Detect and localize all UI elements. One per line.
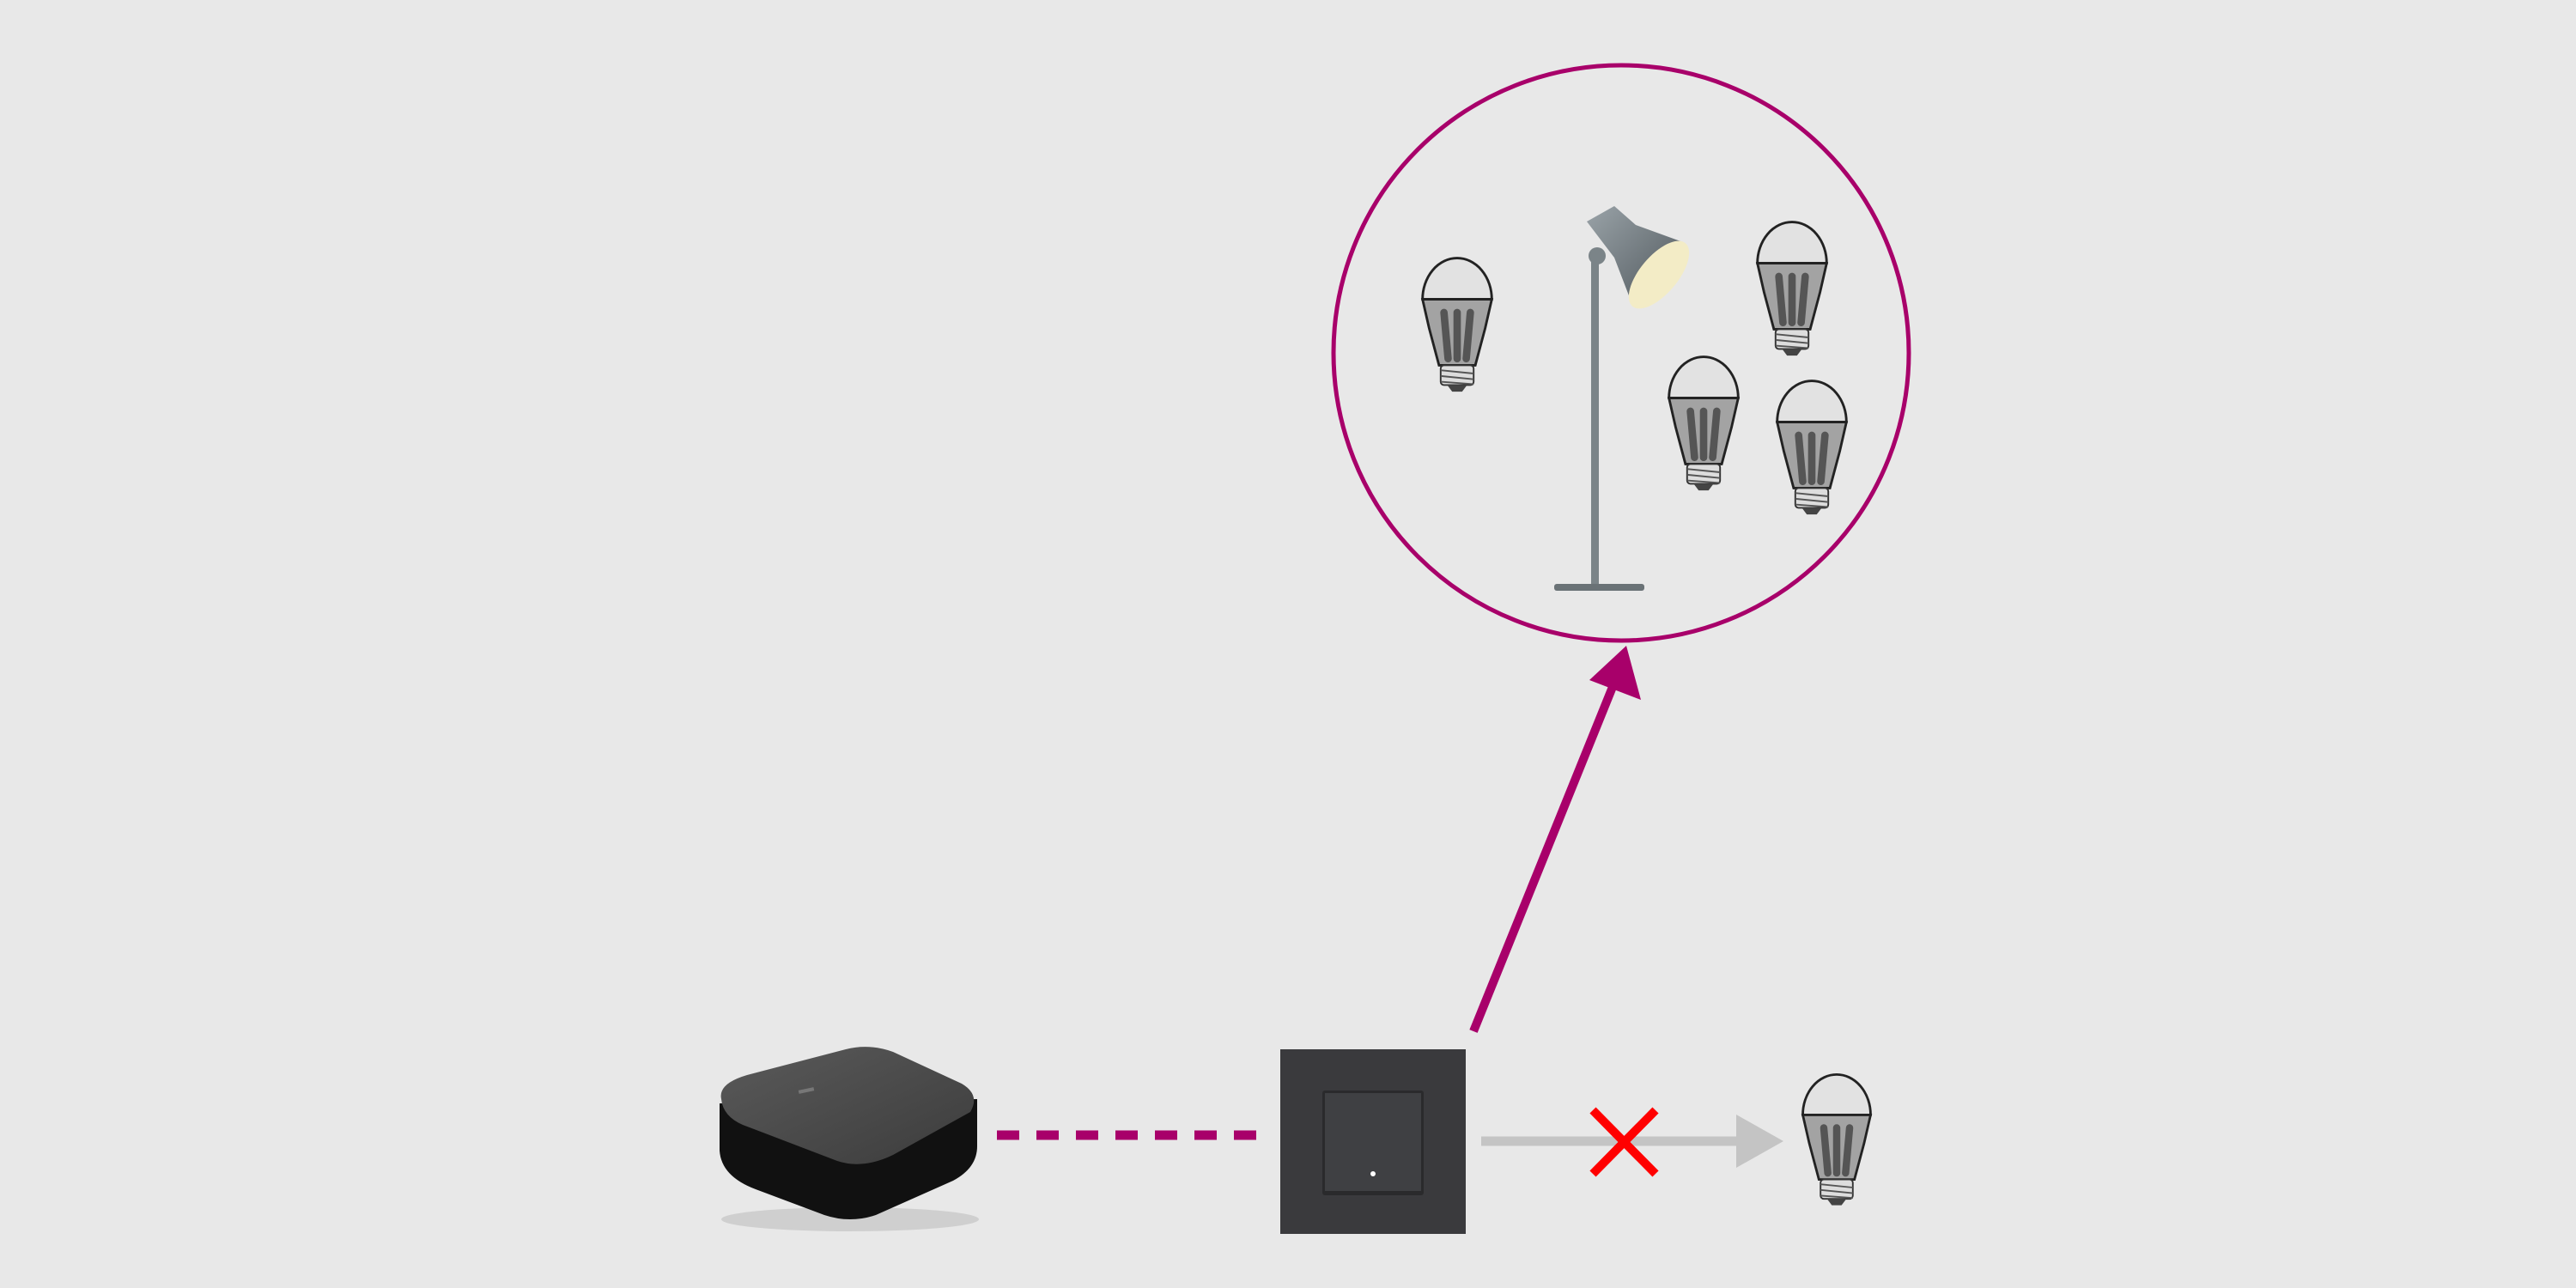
light-bulb-icon bbox=[1669, 357, 1739, 491]
cross-icon bbox=[1589, 1107, 1659, 1177]
light-bulb-icon bbox=[1803, 1074, 1871, 1205]
gateway-hub-icon bbox=[720, 1047, 979, 1231]
desk-lamp-icon bbox=[1554, 206, 1690, 591]
wall-switch-icon[interactable] bbox=[1280, 1049, 1466, 1234]
status-led bbox=[1370, 1171, 1376, 1176]
control-arrow bbox=[1469, 646, 1641, 1033]
light-bulb-icon bbox=[1777, 381, 1847, 515]
blocked-arrow bbox=[1481, 1115, 1783, 1168]
light-group-circle bbox=[1331, 63, 1911, 643]
light-bulb-icon bbox=[1758, 222, 1827, 356]
light-bulb-icon bbox=[1423, 258, 1492, 392]
